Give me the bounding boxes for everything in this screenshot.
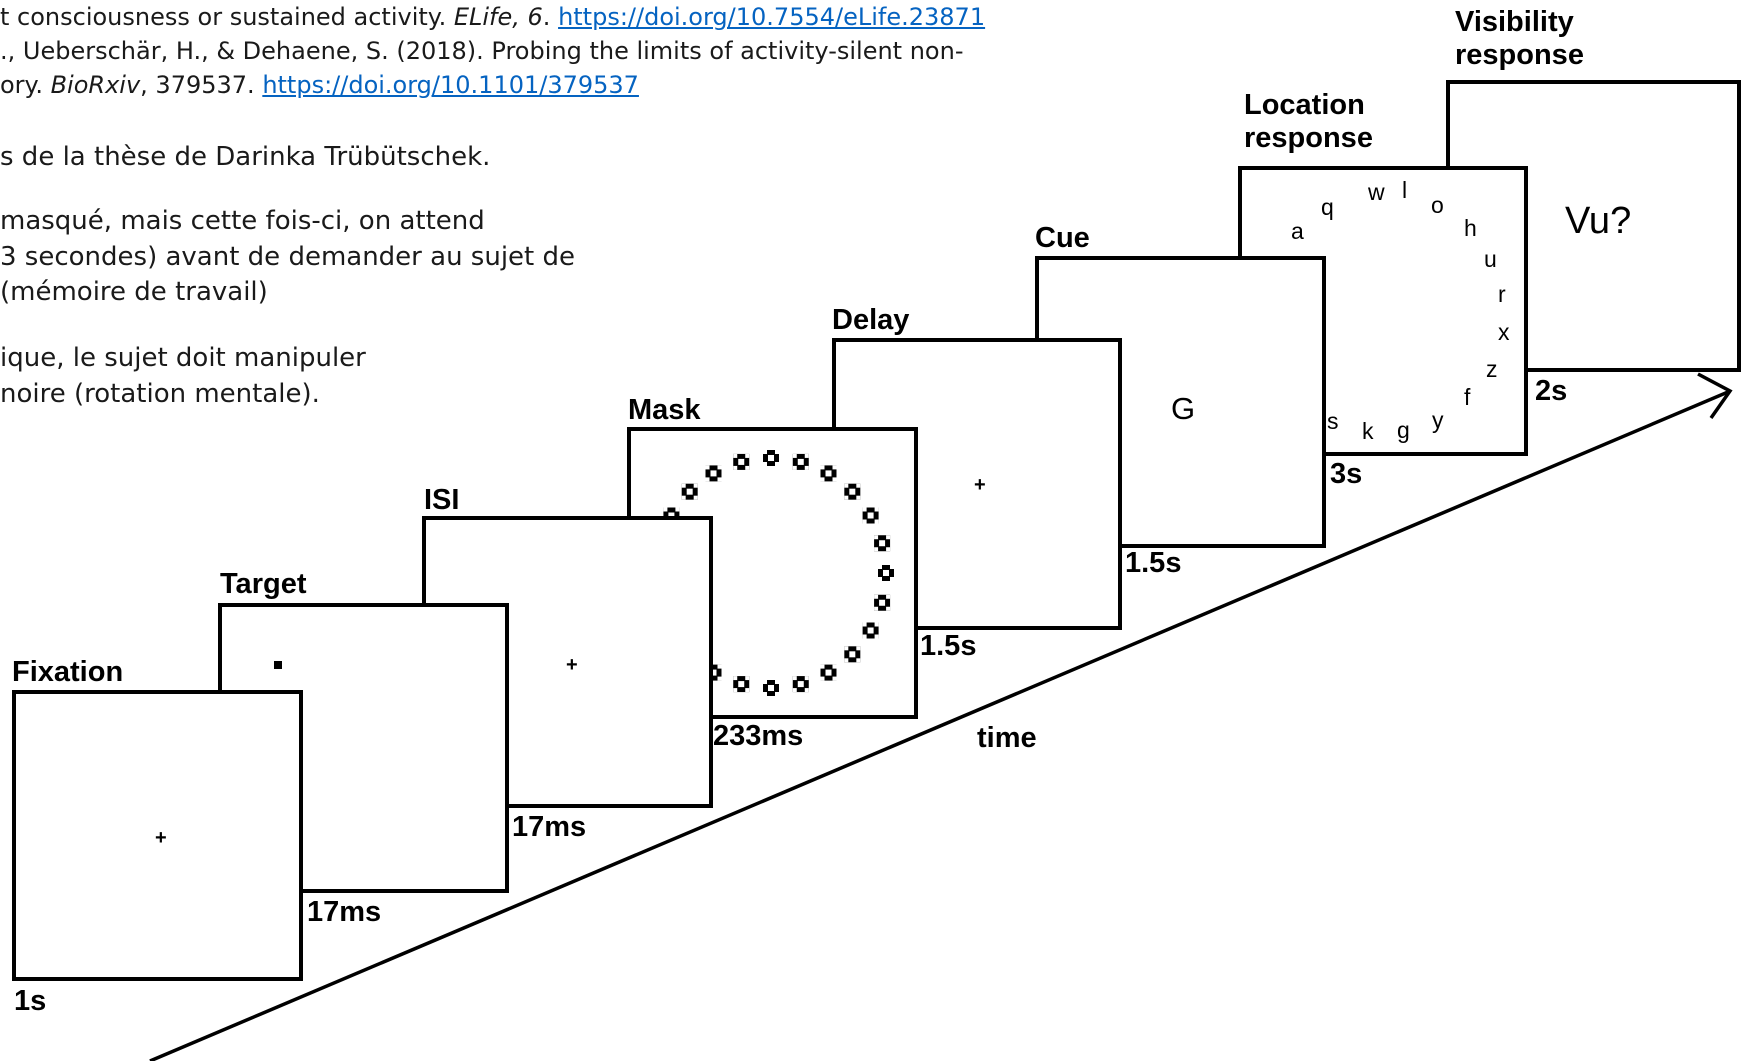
mask-element xyxy=(792,676,809,693)
letter-u: u xyxy=(1484,246,1497,272)
reference-2-journal: BioRxiv xyxy=(50,71,141,99)
mask-element xyxy=(878,565,894,581)
cue-duration: 1.5s xyxy=(1125,547,1182,579)
reference-1-volume: , 6 xyxy=(512,3,543,31)
reference-1-journal: ELife xyxy=(453,3,513,31)
mask-element xyxy=(763,680,779,696)
bullet-b-line-1: ique, le sujet doit manipuler xyxy=(0,343,366,373)
mask-element xyxy=(844,483,861,500)
bullet-b-line-2: noire (rotation mentale). xyxy=(0,379,320,409)
fixation-label: Fixation xyxy=(12,656,124,688)
letter-q: q xyxy=(1321,194,1334,220)
location-label-line-1: Location xyxy=(1244,89,1365,121)
letter-o: o xyxy=(1431,192,1444,218)
mask-element xyxy=(763,450,779,466)
time-arrow-shaft xyxy=(149,390,1729,1061)
mask-label: Mask xyxy=(628,394,701,426)
mask-element xyxy=(862,507,879,524)
location-response-label: Location response xyxy=(1244,89,1373,155)
time-label: time xyxy=(977,722,1037,754)
reference-1-dot: . xyxy=(542,3,559,31)
cue-letter: G xyxy=(1171,391,1196,426)
delay-duration: 1.5s xyxy=(920,630,977,662)
visibility-label-line-2: response xyxy=(1455,39,1584,71)
letter-x: x xyxy=(1498,319,1510,345)
letter-s: s xyxy=(1327,408,1339,434)
mask-element xyxy=(733,676,750,693)
mask-element xyxy=(844,646,861,663)
delay-fixation: + xyxy=(974,474,986,496)
mask-element xyxy=(820,465,837,482)
mask-element xyxy=(681,483,698,500)
target-square xyxy=(274,661,282,669)
letter-l: l xyxy=(1402,177,1408,203)
letter-z: z xyxy=(1486,356,1498,382)
delay-label: Delay xyxy=(832,304,910,336)
target-duration: 17ms xyxy=(307,896,382,928)
visibility-duration: 2s xyxy=(1535,375,1568,407)
letter-w: w xyxy=(1368,179,1385,205)
letter-f: f xyxy=(1464,384,1471,410)
mask-element xyxy=(705,465,722,482)
isi-label: ISI xyxy=(424,484,460,516)
reference-2-line-2: ory. BioRxiv, 379537. https://doi.org/10… xyxy=(0,70,639,100)
letter-r: r xyxy=(1498,281,1506,307)
thesis-line: s de la thèse de Darinka Trübütschek. xyxy=(0,142,491,172)
mask-element xyxy=(733,453,750,470)
letter-a: a xyxy=(1291,218,1304,244)
fixation-cross: + xyxy=(155,827,167,849)
mask-element xyxy=(792,453,809,470)
isi-fixation: + xyxy=(566,654,578,676)
bullet-a-line-3: (mémoire de travail) xyxy=(0,277,268,307)
letter-k: k xyxy=(1362,418,1374,444)
reference-2-link[interactable]: https://doi.org/10.1101/379537 xyxy=(262,71,639,99)
mask-element xyxy=(874,535,891,552)
reference-2-mid: , 379537. xyxy=(140,71,263,99)
location-label-line-2: response xyxy=(1244,122,1373,154)
reference-1-volume-wrap: , 6 xyxy=(512,3,543,31)
bullet-a-line-1: masqué, mais cette fois-ci, on attend xyxy=(0,206,485,236)
mask-element xyxy=(862,622,879,639)
location-duration: 3s xyxy=(1330,458,1363,490)
reference-1: t consciousness or sustained activity. E… xyxy=(0,2,985,32)
mask-element xyxy=(820,664,837,681)
reference-2-line-1: ., Ueberschär, H., & Dehaene, S. (2018).… xyxy=(0,37,964,65)
time-arrow-head xyxy=(1697,372,1733,420)
fixation-frame: + xyxy=(12,690,303,981)
bullet-a-line-2: 3 secondes) avant de demander au sujet d… xyxy=(0,242,576,272)
mask-duration: 233ms xyxy=(713,720,804,752)
fixation-duration: 1s xyxy=(14,985,47,1017)
letter-g: g xyxy=(1397,417,1410,443)
reference-1-link[interactable]: https://doi.org/10.7554/eLife.23871 xyxy=(558,3,986,31)
mask-element xyxy=(874,594,891,611)
letter-y: y xyxy=(1432,407,1444,433)
reference-1-text: t consciousness or sustained activity. xyxy=(0,3,454,31)
visibility-question: Vu? xyxy=(1565,200,1632,242)
isi-duration: 17ms xyxy=(512,811,587,843)
visibility-response-label: Visibility response xyxy=(1455,6,1584,72)
reference-2-text: ory. xyxy=(0,71,51,99)
visibility-label-line-1: Visibility xyxy=(1455,6,1574,38)
cue-label: Cue xyxy=(1035,222,1090,254)
letter-h: h xyxy=(1464,215,1477,241)
target-label: Target xyxy=(220,568,307,600)
